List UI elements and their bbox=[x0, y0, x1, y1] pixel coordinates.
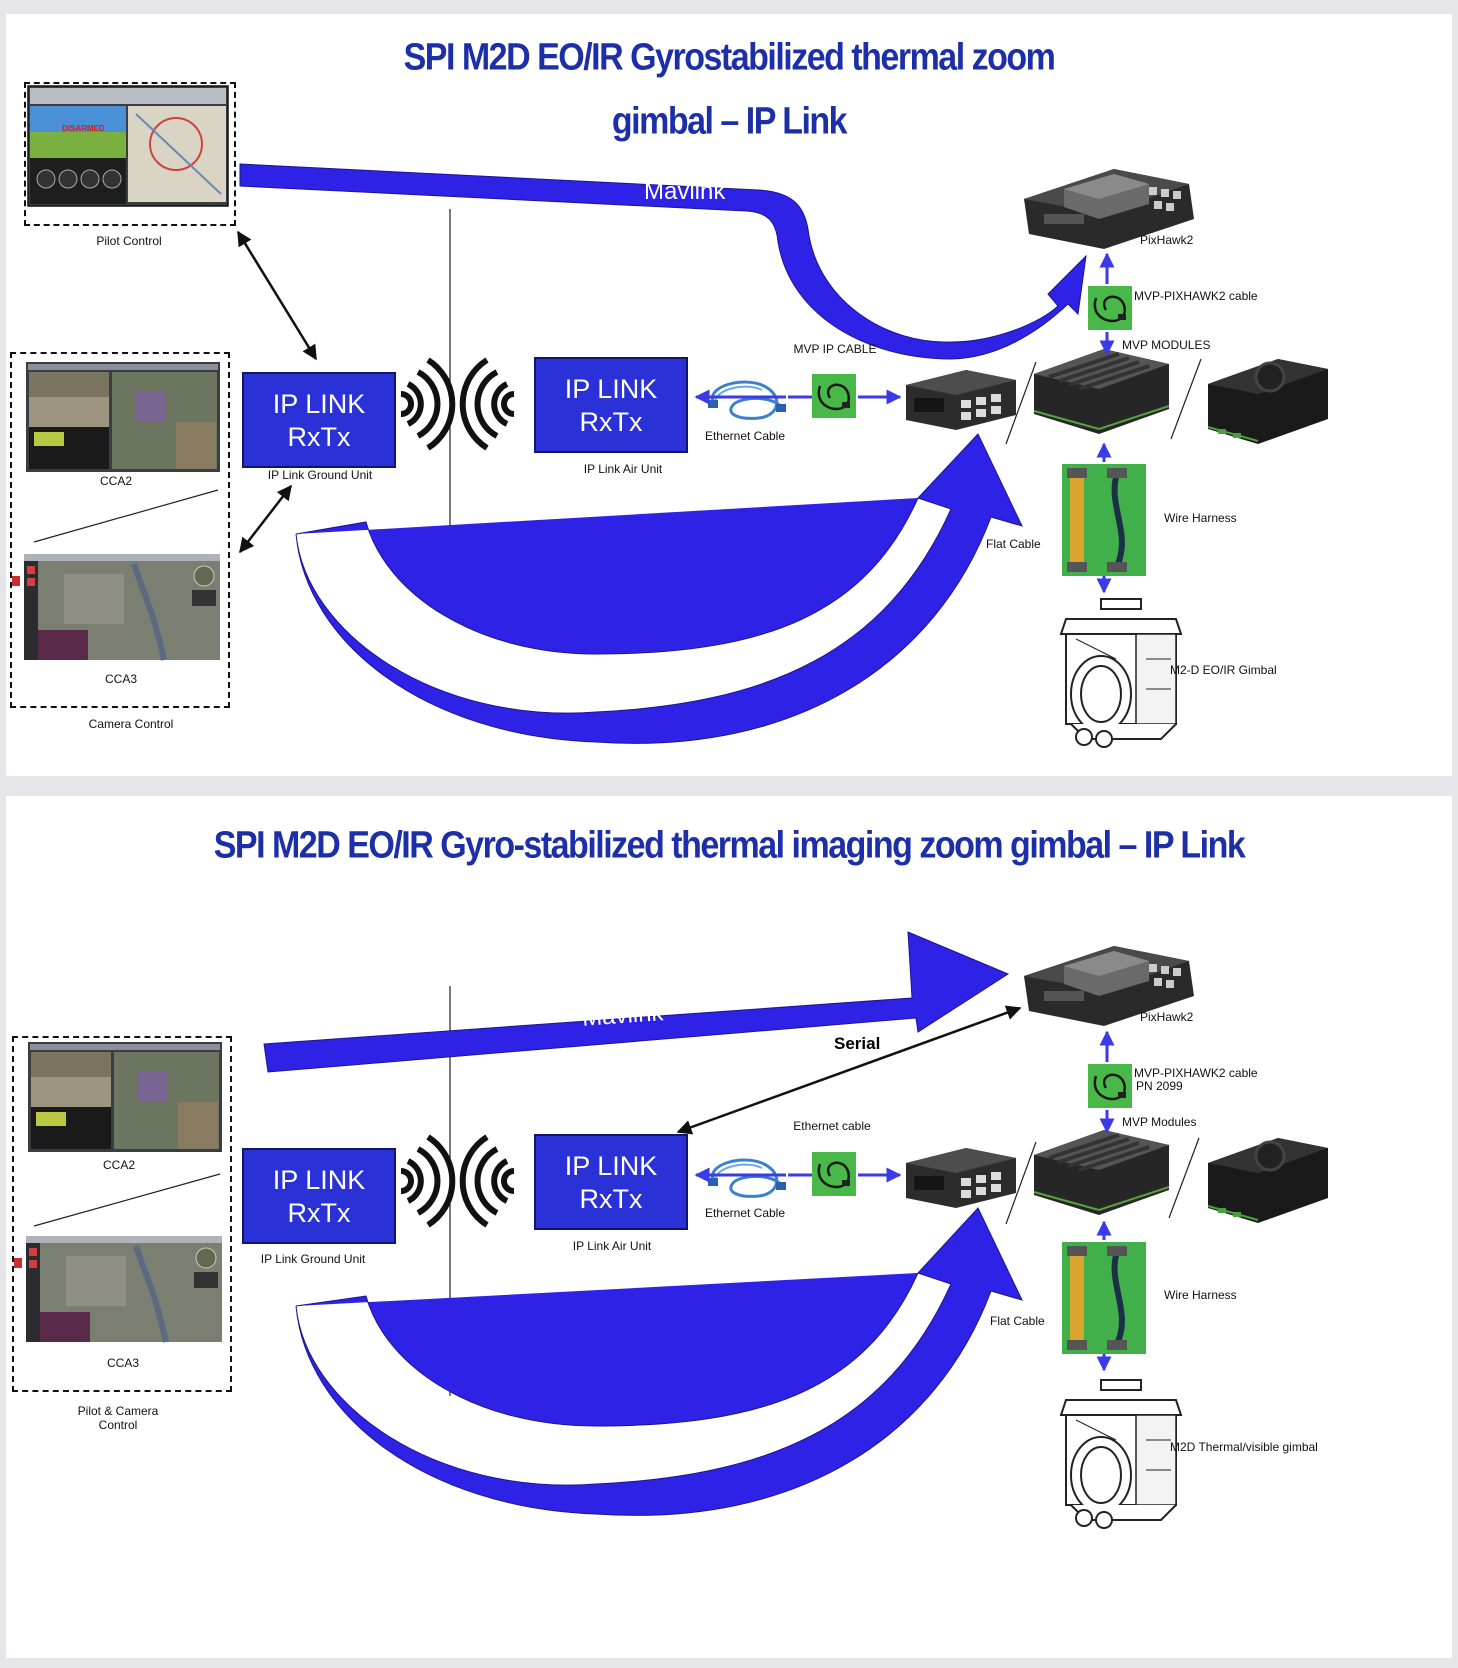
top-diagram-graphics bbox=[12, 85, 1330, 748]
ethernet-cable-icon bbox=[706, 1158, 788, 1198]
ethernet-cable-top-label: Ethernet cable bbox=[793, 1119, 871, 1133]
pilot-camera-control-label-1: Pilot & Camera bbox=[77, 1404, 159, 1418]
wireless-ground-icon bbox=[400, 357, 456, 451]
bottom-diagram-panel: SPI M2D EO/IR Gyro-stabilized thermal im… bbox=[6, 796, 1452, 1658]
pilot-camera-control-frame bbox=[12, 1036, 232, 1392]
mvp-pixhawk-cable-icon bbox=[1086, 1062, 1134, 1110]
ip-link-air-box: IP LINK RxTx bbox=[534, 1134, 688, 1230]
wire-harness-label: Wire Harness bbox=[1164, 1288, 1237, 1302]
top-title-line1: SPI M2D EO/IR Gyrostabilized thermal zoo… bbox=[403, 35, 1056, 79]
wireless-air-icon bbox=[459, 357, 515, 451]
pilot-control-frame bbox=[24, 82, 236, 226]
mavlink-arrow-lower bbox=[295, 1207, 1023, 1516]
ip-air-line2: RxTx bbox=[579, 1184, 643, 1214]
ip-link-ground-label: IP Link Ground Unit bbox=[260, 1252, 366, 1266]
mavlink-arrow-lower bbox=[295, 433, 1023, 744]
gimbal-label: M2-D EO/IR Gimbal bbox=[1170, 663, 1277, 677]
mavlink-label-lower: Mavlink bbox=[640, 668, 722, 695]
mavlink-arrow-upper bbox=[239, 163, 1087, 360]
mvp-module-large bbox=[1206, 357, 1330, 446]
flat-cable-label: Flat Cable bbox=[990, 1314, 1045, 1328]
ip-air-line1: IP LINK bbox=[564, 1151, 658, 1181]
mvp-module-small bbox=[906, 1148, 1016, 1208]
cca2-label: CCA2 bbox=[102, 1158, 136, 1172]
mavlink-label-upper: Mavlink bbox=[644, 178, 726, 205]
mvp-module-large bbox=[1206, 1136, 1330, 1225]
ip-link-air-label: IP Link Air Unit bbox=[572, 1239, 652, 1253]
ip-air-line2: RxTx bbox=[579, 407, 643, 437]
gimbal-image bbox=[1060, 1379, 1182, 1529]
ethernet-cable-label: Ethernet Cable bbox=[704, 429, 786, 443]
wire-harness-label: Wire Harness bbox=[1164, 511, 1237, 525]
ip-link-air-box: IP LINK RxTx bbox=[534, 357, 688, 453]
mvp-pixhawk-pn-label: PN 2099 bbox=[1136, 1079, 1183, 1093]
mavlink-label-upper: Mavlink bbox=[581, 999, 665, 1032]
gimbal-image bbox=[1060, 598, 1182, 748]
mvp-pixhawk-cable-label: MVP-PIXHAWK2 cable bbox=[1134, 289, 1258, 303]
ip-link-ground-box: IP LINK RxTx bbox=[242, 372, 396, 468]
wireless-ground-icon bbox=[400, 1134, 456, 1228]
mvp-ip-cable-icon bbox=[810, 1150, 858, 1198]
ethernet-cable-icon bbox=[706, 380, 788, 420]
pilot-camera-control-label-2: Control bbox=[98, 1418, 138, 1432]
ip-link-air-label: IP Link Air Unit bbox=[583, 462, 663, 476]
ip-ground-line1: IP LINK bbox=[272, 389, 366, 419]
cca3-label: CCA3 bbox=[104, 672, 138, 686]
ethernet-cable-label: Ethernet Cable bbox=[704, 1206, 786, 1220]
pilot-control-label: Pilot Control bbox=[96, 234, 162, 248]
mvp-pixhawk-cable-icon bbox=[1086, 284, 1134, 332]
cca2-label: CCA2 bbox=[99, 474, 133, 488]
ip-ground-line2: RxTx bbox=[287, 422, 351, 452]
top-title-line2: gimbal – IP Link bbox=[611, 99, 848, 143]
mvp-pixhawk-cable-label: MVP-PIXHAWK2 cable bbox=[1134, 1066, 1258, 1080]
hud-status-text: DISARMED bbox=[62, 124, 105, 133]
mvp-modules-label: MVP Modules bbox=[1122, 1115, 1197, 1129]
wire-harness-image bbox=[1062, 1242, 1146, 1354]
flat-cable-label: Flat Cable bbox=[986, 537, 1041, 551]
mvp-ip-cable-icon bbox=[810, 372, 858, 420]
camera-control-frame bbox=[10, 352, 230, 708]
ip-ground-line1: IP LINK bbox=[272, 1165, 366, 1195]
wire-harness-image bbox=[1062, 464, 1146, 576]
mavlink-arrow-upper bbox=[263, 931, 1010, 1073]
mvp-module-main bbox=[1032, 1128, 1171, 1217]
mavlink-label-lower: Mavlink bbox=[584, 1442, 666, 1469]
mvp-module-small bbox=[906, 370, 1016, 430]
mvp-modules-label: MVP MODULES bbox=[1122, 338, 1211, 352]
ip-link-ground-label: IP Link Ground Unit bbox=[267, 468, 373, 482]
gimbal-label: M2D Thermal/visible gimbal bbox=[1170, 1440, 1318, 1454]
pixhawk-label: PixHawk2 bbox=[1140, 1010, 1194, 1024]
bottom-diagram-graphics bbox=[14, 931, 1330, 1529]
mvp-ip-cable-label: MVP IP CABLE bbox=[793, 342, 877, 356]
wireless-air-icon bbox=[459, 1134, 515, 1228]
pilot-control-screenshot bbox=[27, 85, 229, 207]
ip-ground-line2: RxTx bbox=[287, 1198, 351, 1228]
serial-label: Serial bbox=[834, 1034, 881, 1053]
ip-air-line1: IP LINK bbox=[564, 374, 658, 404]
mvp-module-main bbox=[1032, 347, 1171, 436]
bottom-title: SPI M2D EO/IR Gyro-stabilized thermal im… bbox=[213, 823, 1246, 867]
pixhawk-label: PixHawk2 bbox=[1140, 233, 1194, 247]
cca3-label: CCA3 bbox=[106, 1356, 140, 1370]
top-diagram-panel: SPI M2D EO/IR Gyrostabilized thermal zoo… bbox=[6, 14, 1452, 776]
camera-control-label: Camera Control bbox=[88, 717, 174, 731]
ip-link-ground-box: IP LINK RxTx bbox=[242, 1148, 396, 1244]
